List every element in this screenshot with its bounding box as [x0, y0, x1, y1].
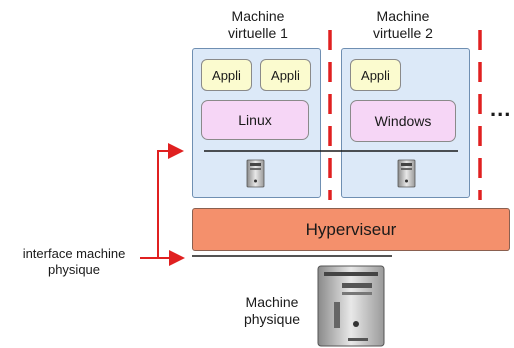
- vm2-app-1: Appli: [350, 59, 401, 91]
- hypervisor-label: Hyperviseur: [305, 219, 397, 239]
- physical-server-icon: [317, 265, 385, 347]
- vm1-title-line2: virtuelle 1: [228, 25, 288, 41]
- interface-label: interface machine physique: [4, 246, 144, 278]
- interface-label-line1: interface machine: [22, 246, 126, 261]
- vm2-app-1-label: Appli: [361, 67, 390, 83]
- physical-machine-line2: physique: [243, 311, 301, 327]
- vm2-os-label: Windows: [374, 113, 432, 129]
- more-vms-ellipsis: ...: [490, 96, 512, 121]
- vm1-os: Linux: [201, 100, 309, 140]
- vm1-os-label: Linux: [238, 112, 272, 128]
- vm1-app-2: Appli: [260, 59, 311, 91]
- vm2-title-line2: virtuelle 2: [373, 25, 433, 41]
- vm2-os: Windows: [350, 100, 456, 142]
- vm2-server-icon: [397, 159, 416, 188]
- arrow-to-vm-interface: [140, 143, 184, 259]
- hypervisor-box: Hyperviseur: [192, 208, 510, 251]
- vm2-title: Machine virtuelle 2: [343, 8, 463, 42]
- vm2-title-line1: Machine: [376, 8, 430, 24]
- vm1-server-icon: [246, 159, 265, 188]
- vm1-app-1: Appli: [201, 59, 252, 91]
- physical-machine-line1: Machine: [245, 294, 299, 310]
- interface-label-line2: physique: [47, 262, 101, 277]
- vm1-title: Machine virtuelle 1: [198, 8, 318, 42]
- vm1-title-line1: Machine: [231, 8, 285, 24]
- physical-machine-label: Machine physique: [232, 294, 312, 328]
- vm1-app-2-label: Appli: [271, 67, 300, 83]
- vm1-app-1-label: Appli: [212, 67, 241, 83]
